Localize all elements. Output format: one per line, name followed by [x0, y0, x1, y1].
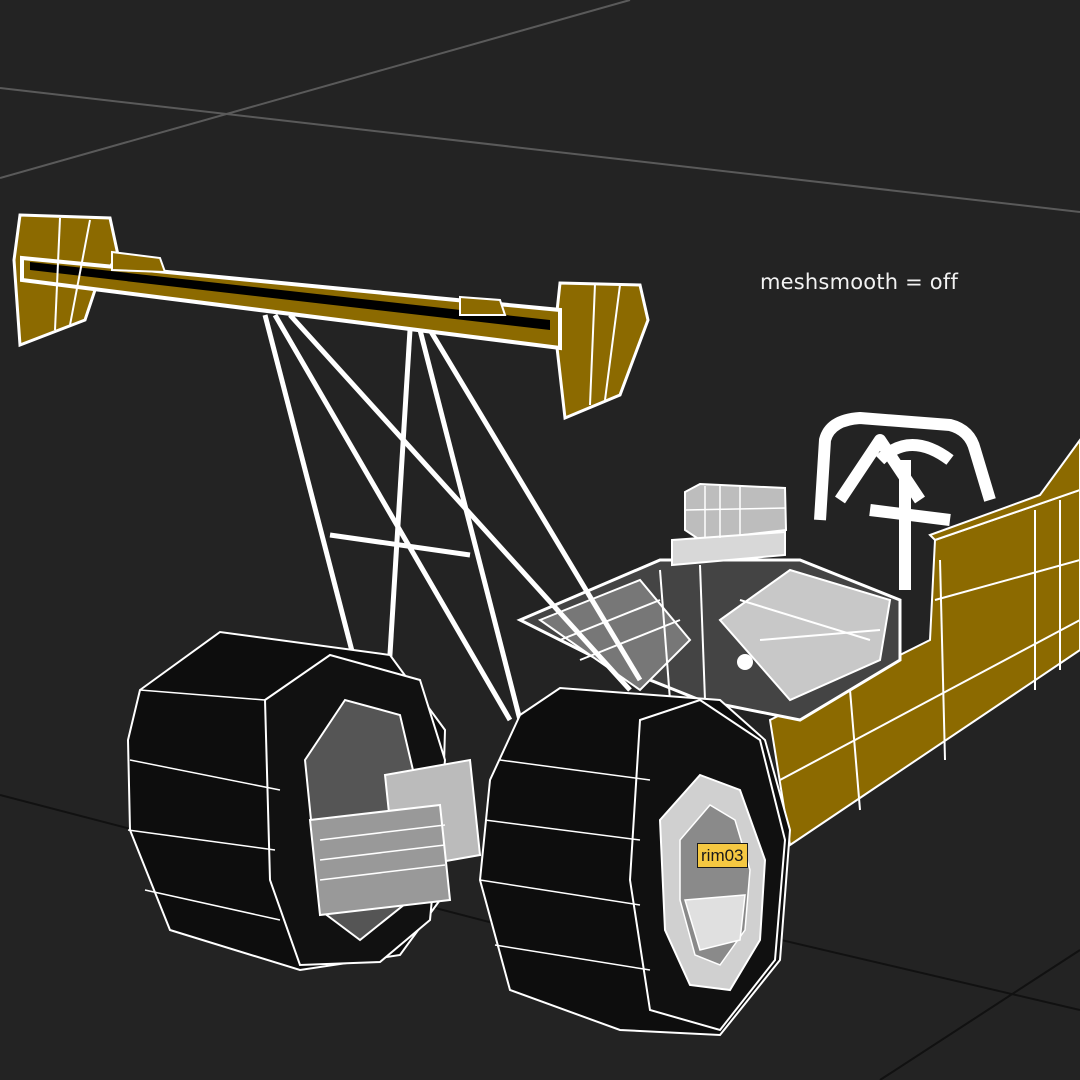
engine-blower[interactable] [671, 482, 788, 567]
rear-axle[interactable] [308, 758, 482, 917]
selected-object-label[interactable]: rim03 [697, 843, 748, 868]
ground-grid [0, 0, 1080, 213]
roll-cage[interactable] [814, 412, 996, 590]
meshsmooth-status-text: meshsmooth = off [760, 270, 959, 294]
chassis-body[interactable] [768, 438, 1080, 847]
rear-wing[interactable] [12, 213, 650, 421]
engine-block[interactable] [516, 558, 902, 722]
